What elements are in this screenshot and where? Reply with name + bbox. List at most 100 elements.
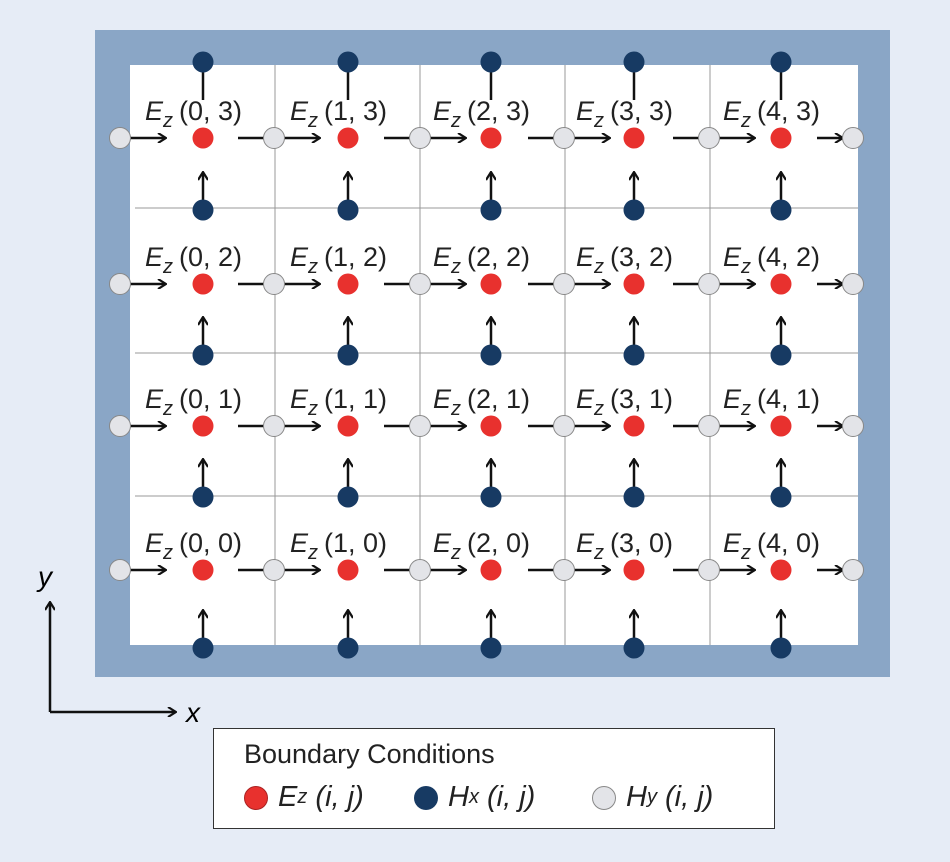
- ez-label: Ez(2, 3): [433, 96, 530, 132]
- ez-node: [337, 415, 359, 437]
- y-axis-label: y: [36, 561, 54, 592]
- ez-label: Ez(1, 0): [290, 528, 387, 564]
- hy-node: [109, 273, 131, 295]
- hx-node: [623, 199, 645, 221]
- hx-node: [770, 344, 792, 366]
- hy-node: [553, 273, 575, 295]
- hy-node: [842, 415, 864, 437]
- hy-node: [109, 127, 131, 149]
- ez-node: [623, 559, 645, 581]
- hx-node: [192, 344, 214, 366]
- ez-node: [192, 415, 214, 437]
- ez-label: Ez(4, 2): [723, 242, 820, 278]
- hx-node: [337, 344, 359, 366]
- hy-node: [698, 559, 720, 581]
- ez-label: Ez(0, 1): [145, 384, 242, 420]
- hx-node: [192, 51, 214, 73]
- ez-node: [770, 559, 792, 581]
- hy-node: [698, 415, 720, 437]
- hx-dot-icon: [414, 785, 438, 810]
- hx-node: [623, 51, 645, 73]
- hy-node: [263, 273, 285, 295]
- ez-label: Ez(1, 3): [290, 96, 387, 132]
- ez-node: [623, 273, 645, 295]
- ez-node: [770, 415, 792, 437]
- ez-node: [192, 559, 214, 581]
- axes: y x: [36, 561, 201, 728]
- ez-node: [480, 415, 502, 437]
- hy-node: [553, 127, 575, 149]
- legend-symbol: H: [626, 781, 647, 813]
- ez-node: [192, 127, 214, 149]
- hx-node: [770, 199, 792, 221]
- legend-symbol: H: [448, 781, 469, 813]
- hx-node: [337, 637, 359, 659]
- legend-subscript: z: [297, 786, 308, 808]
- legend-subscript: x: [468, 786, 479, 808]
- hx-node: [480, 486, 502, 508]
- hy-node: [698, 127, 720, 149]
- hx-node: [623, 344, 645, 366]
- hx-node: [192, 199, 214, 221]
- hx-node: [480, 344, 502, 366]
- ez-label: Ez(2, 1): [433, 384, 530, 420]
- ez-dot-icon: [244, 785, 268, 810]
- ez-node: [623, 415, 645, 437]
- ez-label: Ez(3, 1): [576, 384, 673, 420]
- legend-title: Boundary Conditions: [244, 739, 495, 769]
- ez-node: [770, 127, 792, 149]
- ez-label: Ez(1, 1): [290, 384, 387, 420]
- ez-label: Ez(2, 2): [433, 242, 530, 278]
- ez-label: Ez(0, 3): [145, 96, 242, 132]
- hx-node: [623, 637, 645, 659]
- ez-label: Ez(3, 3): [576, 96, 673, 132]
- legend-args: (i, j): [487, 781, 536, 813]
- ez-node: [337, 559, 359, 581]
- legend-symbol: E: [278, 781, 298, 813]
- hx-node: [337, 51, 359, 73]
- hy-node: [109, 559, 131, 581]
- hy-node: [842, 127, 864, 149]
- hy-node: [553, 559, 575, 581]
- hx-node: [770, 486, 792, 508]
- hy-node: [842, 273, 864, 295]
- hy-node: [263, 415, 285, 437]
- hx-node: [770, 637, 792, 659]
- hx-node: [192, 637, 214, 659]
- legend-subscript: y: [646, 786, 657, 808]
- hx-node: [623, 486, 645, 508]
- hx-node: [337, 486, 359, 508]
- hx-node: [480, 51, 502, 73]
- ez-node: [480, 559, 502, 581]
- hx-node: [192, 486, 214, 508]
- hx-node: [480, 199, 502, 221]
- hy-node: [409, 127, 431, 149]
- hy-dot-icon: [592, 785, 616, 810]
- hy-node: [553, 415, 575, 437]
- hy-node: [409, 415, 431, 437]
- hy-node: [409, 559, 431, 581]
- hy-node: [109, 415, 131, 437]
- hx-node: [770, 51, 792, 73]
- ez-label: Ez(0, 2): [145, 242, 242, 278]
- ez-node: [337, 273, 359, 295]
- ez-label: Ez(4, 3): [723, 96, 820, 132]
- ez-label: Ez(4, 0): [723, 528, 820, 564]
- hy-node: [842, 559, 864, 581]
- ez-node: [337, 127, 359, 149]
- ez-node: [623, 127, 645, 149]
- hx-node: [337, 199, 359, 221]
- ez-label: Ez(3, 2): [576, 242, 673, 278]
- ez-label: Ez(1, 2): [290, 242, 387, 278]
- hy-node: [409, 273, 431, 295]
- ez-label: Ez(3, 0): [576, 528, 673, 564]
- hy-node: [263, 127, 285, 149]
- x-axis-label: x: [184, 697, 201, 728]
- ez-label: Ez(2, 0): [433, 528, 530, 564]
- ez-node: [480, 273, 502, 295]
- legend-args: (i, j): [315, 781, 364, 813]
